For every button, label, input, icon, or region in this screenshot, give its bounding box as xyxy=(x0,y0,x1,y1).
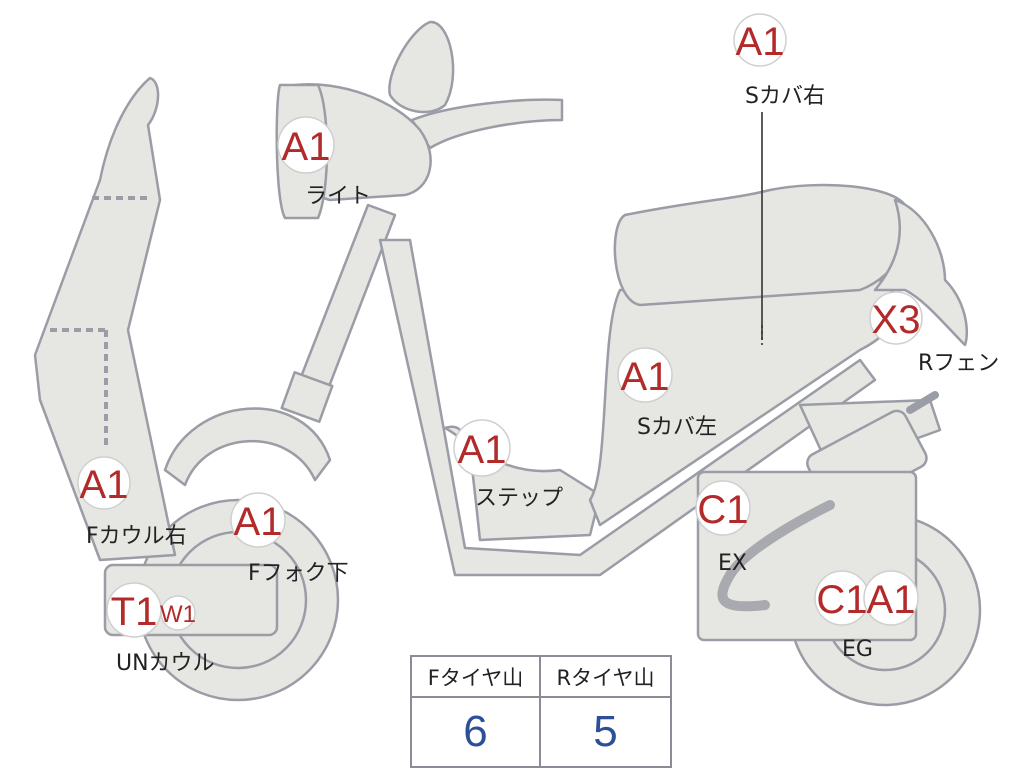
inspection-mark-step[interactable]: A1 ステップ xyxy=(453,419,563,511)
grade-code-secondary: A1 xyxy=(867,578,916,622)
grade-code: C1 xyxy=(816,578,867,622)
grade-code: A1 xyxy=(282,125,331,169)
inspection-mark-ex[interactable]: C1 EX xyxy=(695,480,751,576)
part-label: Sカバ右 xyxy=(745,84,825,109)
grade-code-secondary: W1 xyxy=(160,601,196,628)
grade-code: A1 xyxy=(458,428,507,472)
grade-code: X3 xyxy=(872,298,921,342)
part-label: Fカウル右 xyxy=(86,524,187,549)
inspection-mark-un-cowl[interactable]: T1 W1 UNカウル xyxy=(106,582,215,676)
part-label: ライト xyxy=(305,184,371,209)
inspection-mark-f-fork-lower[interactable]: A1 Fフォク下 xyxy=(230,492,349,586)
grade-code: C1 xyxy=(697,488,748,532)
front-fender xyxy=(163,407,332,487)
inspection-mark-eg[interactable]: C1 A1 EG xyxy=(814,570,919,662)
part-label: Sカバ左 xyxy=(637,415,717,440)
rear-tire-tread-header: Rタイヤ山 xyxy=(541,657,670,698)
part-label: ステップ xyxy=(475,486,563,511)
grade-code: A1 xyxy=(234,500,283,544)
inspection-mark-light[interactable]: A1 ライト xyxy=(277,116,371,209)
mirror xyxy=(388,20,455,114)
part-label: UNカウル xyxy=(116,651,215,676)
inspection-mark-s-cover-left[interactable]: A1 Sカバ左 xyxy=(617,347,717,440)
inspection-mark-f-cowl-right[interactable]: A1 Fカウル右 xyxy=(77,456,187,549)
inspection-mark-s-cover-right[interactable]: A1 Sカバ右 xyxy=(733,13,825,109)
main-frame xyxy=(378,238,877,577)
handlebar xyxy=(410,98,564,150)
grade-code: T1 xyxy=(111,590,158,634)
front-tire-tread-header: Fタイヤ山 xyxy=(412,657,541,698)
exhaust-pipe xyxy=(717,500,835,612)
fork-collar xyxy=(280,371,334,423)
part-label: Rフェン xyxy=(918,351,999,376)
scooter-silhouette xyxy=(33,20,982,707)
inspection-mark-r-fender[interactable]: X3 Rフェン xyxy=(869,291,999,376)
part-label: EX xyxy=(718,551,747,576)
grade-code: A1 xyxy=(736,20,785,64)
tire-tread-table: Fタイヤ山 Rタイヤ山 6 5 xyxy=(410,655,672,768)
part-label: EG xyxy=(842,637,873,662)
rear-tire-tread-value: 5 xyxy=(593,707,618,756)
grade-code: A1 xyxy=(621,355,670,399)
grade-code: A1 xyxy=(80,463,129,507)
rear-fender-tail xyxy=(873,198,969,347)
front-tire-tread-value: 6 xyxy=(412,698,541,766)
part-label: Fフォク下 xyxy=(248,561,349,586)
